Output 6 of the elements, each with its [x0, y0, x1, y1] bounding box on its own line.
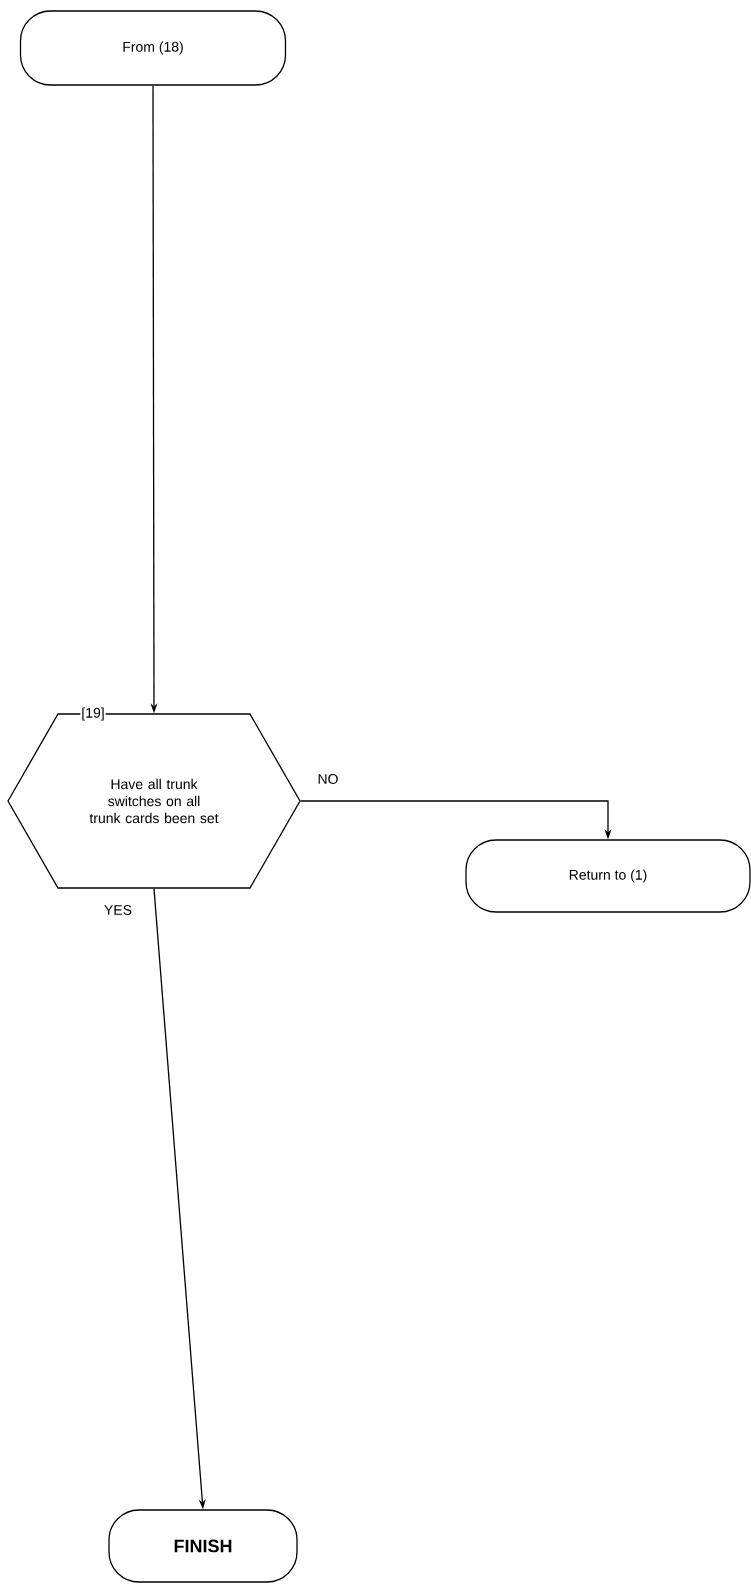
- edge-label: NO: [316, 773, 340, 785]
- edge-label: YES: [103, 904, 133, 916]
- terminal-box: FINISH: [108, 1509, 298, 1583]
- terminal-box: Return to (1): [465, 839, 751, 913]
- terminal-box: From (18): [19, 10, 287, 86]
- decision-hexagon: Have all trunk switches on all trunk cards been set [19]: [7, 706, 301, 889]
